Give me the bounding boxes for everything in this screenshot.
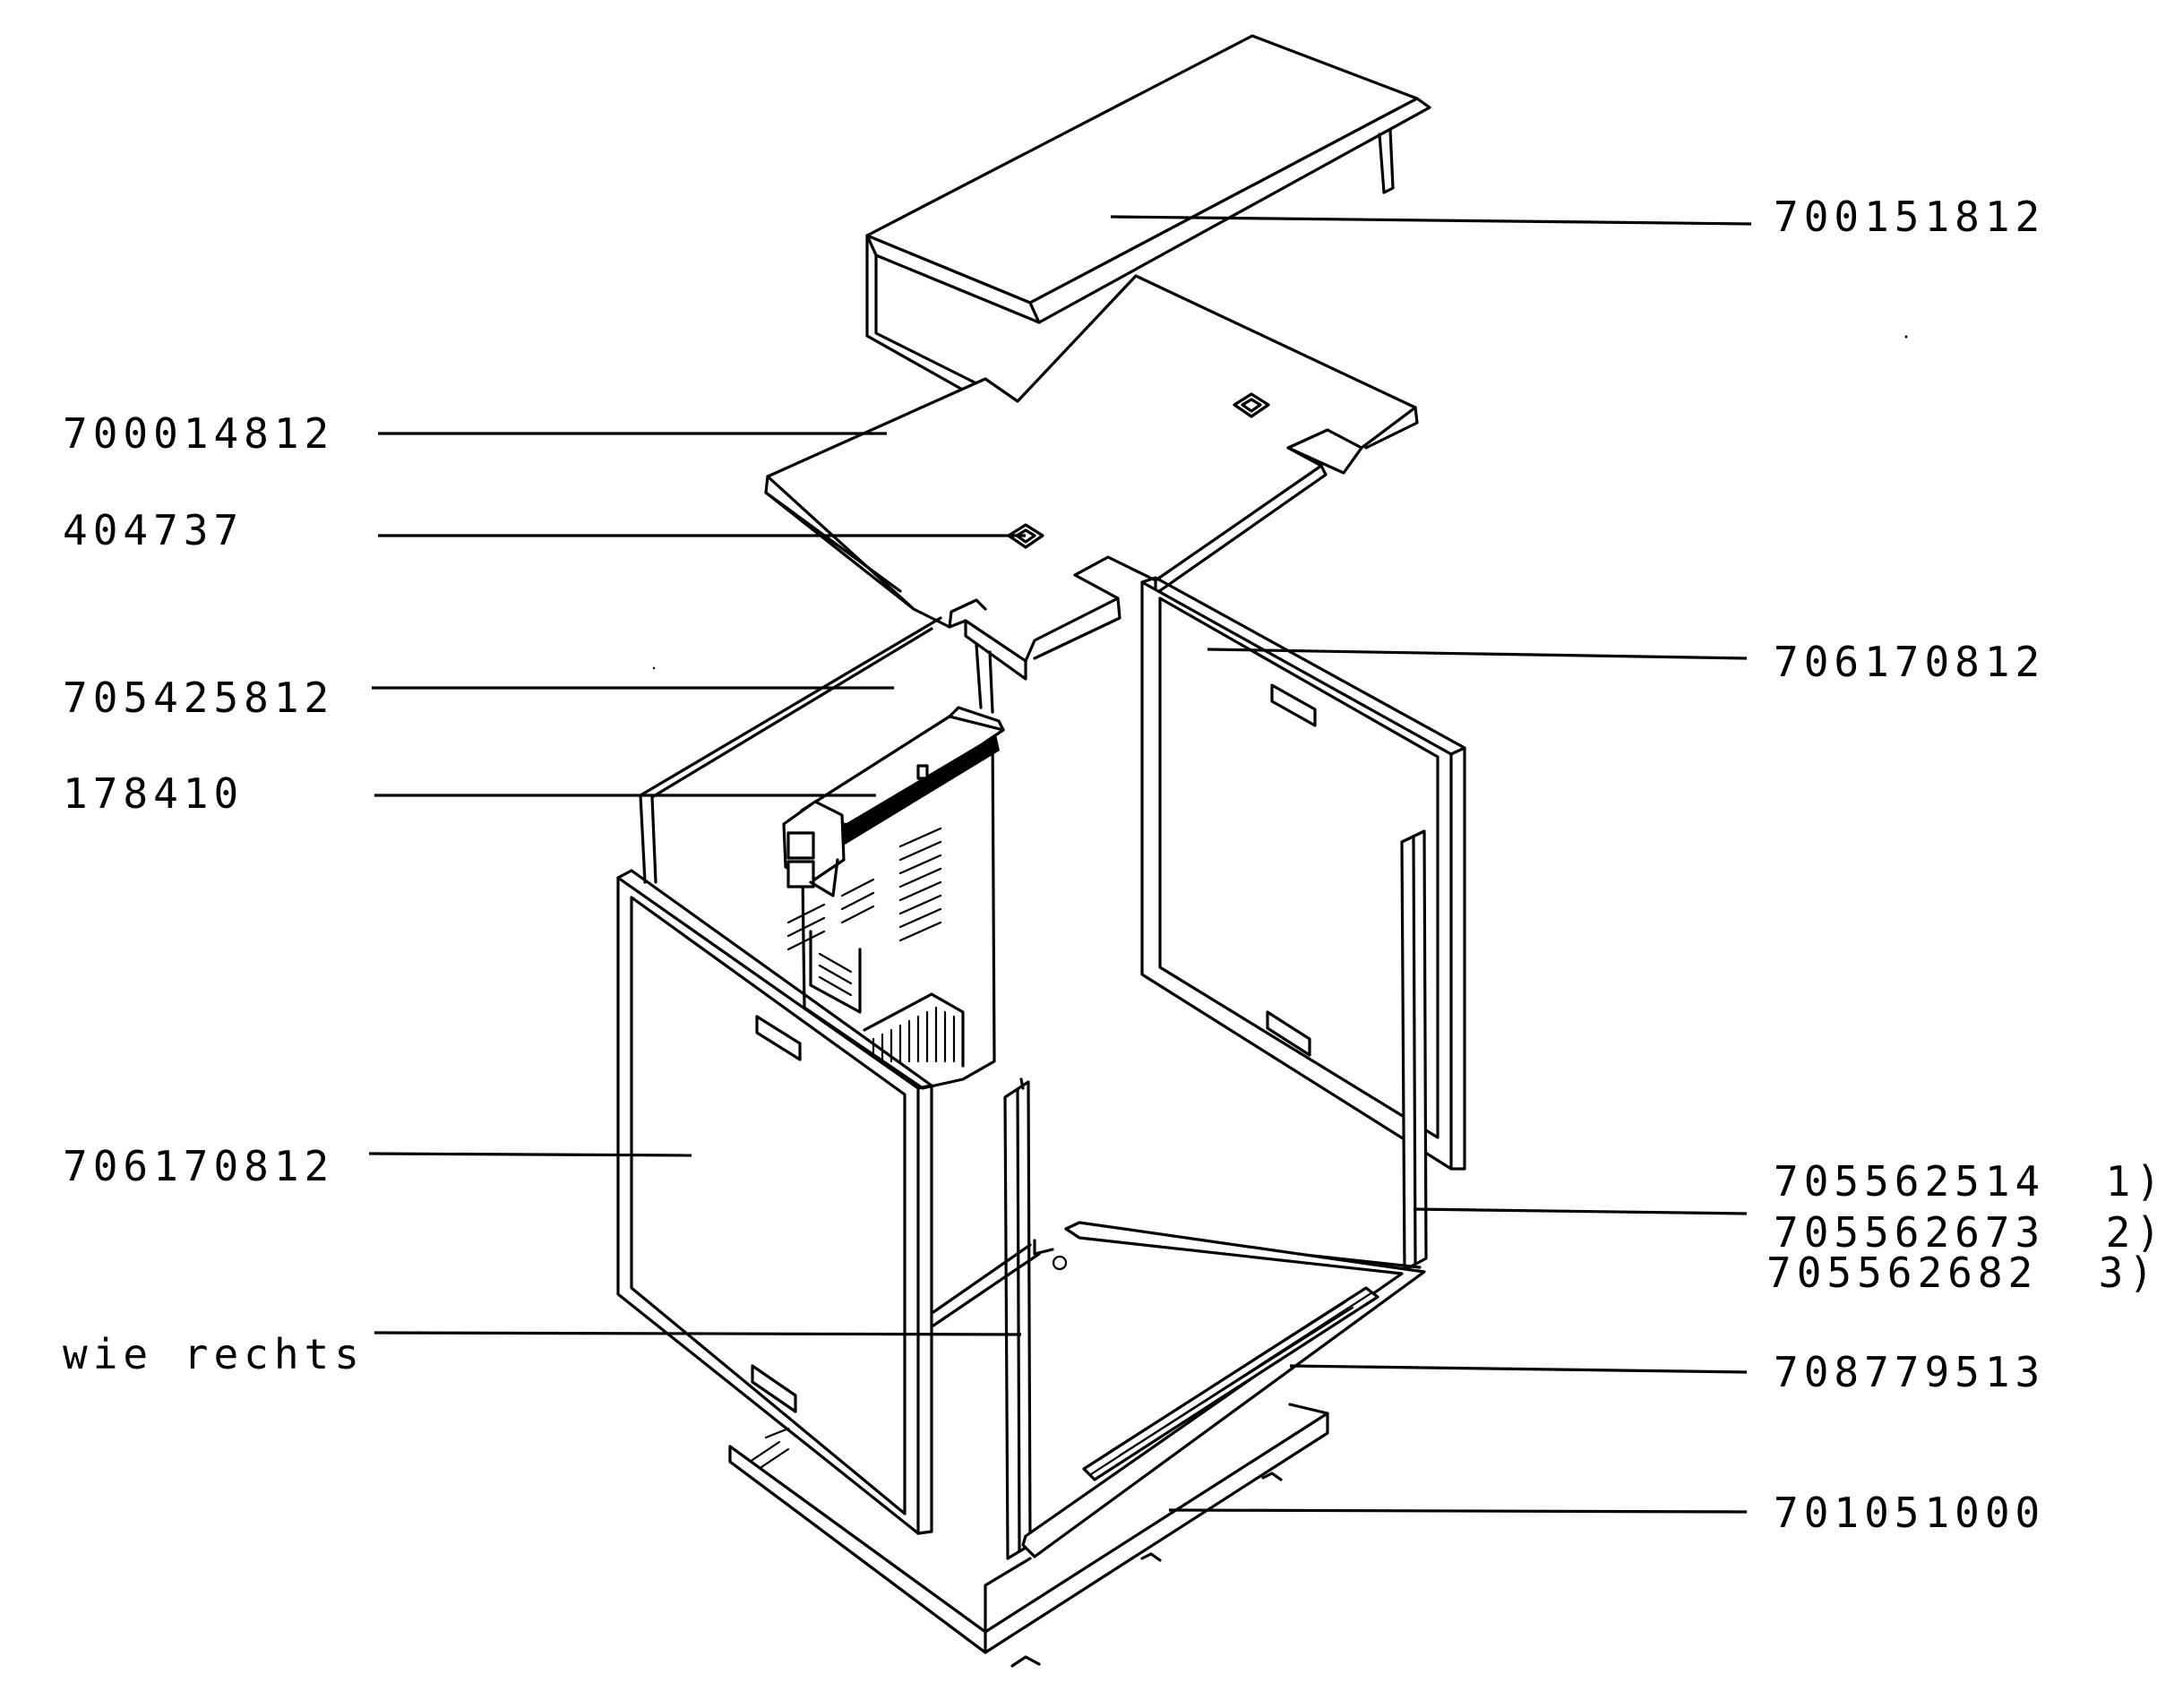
module-vents: [786, 827, 965, 1068]
label-module: 178410: [63, 769, 244, 818]
label-nut: 404737: [63, 506, 244, 554]
leader-rail: [1289, 1364, 1748, 1374]
module-178410-part: [782, 706, 1005, 1090]
label-top-panel: 700014812: [63, 409, 334, 458]
top-panel-part: [764, 274, 1419, 681]
label-side-left: 706170812: [63, 1142, 334, 1190]
leader-base: [1168, 1508, 1748, 1514]
label-strip-3: 705562682 3): [1766, 1249, 2157, 1297]
leader-wie-rechts: [374, 1331, 1022, 1336]
scan-specks: [652, 335, 1908, 670]
label-base: 701051000: [1774, 1489, 2045, 1537]
top-cover-part: [865, 34, 1431, 418]
base-frame-part: [932, 1221, 1426, 1558]
module-connector: [782, 800, 846, 897]
label-side-right: 706170812: [1774, 638, 2045, 686]
rail-708779513: [1082, 1286, 1379, 1481]
strip-right: [1400, 829, 1428, 1272]
side-panel-right-part: [1140, 576, 1466, 1171]
label-strip-1: 705562514 1): [1774, 1157, 2157, 1206]
label-strip-2: 705562673 2): [1774, 1208, 2157, 1257]
label-top-cover: 700151812: [1774, 193, 2045, 241]
leader-top-cover: [1110, 215, 1752, 226]
leader-side-left: [368, 1152, 692, 1157]
strip-center: [1003, 1077, 1032, 1560]
base-plate-part: [728, 1403, 1329, 1668]
label-wie-rechts: wie rechts: [63, 1330, 365, 1378]
leader-strips: [1413, 1207, 1748, 1215]
leader-side-right: [1207, 648, 1748, 660]
part-labels: 700151812 700014812 404737 705425812 178…: [63, 193, 2157, 1537]
nut-top-right: [1233, 392, 1270, 418]
label-rear-panel: 705425812: [63, 674, 334, 722]
leader-lines: [368, 215, 1752, 1514]
side-panel-left-part: [616, 869, 933, 1535]
label-rail: 708779513: [1774, 1348, 2045, 1396]
